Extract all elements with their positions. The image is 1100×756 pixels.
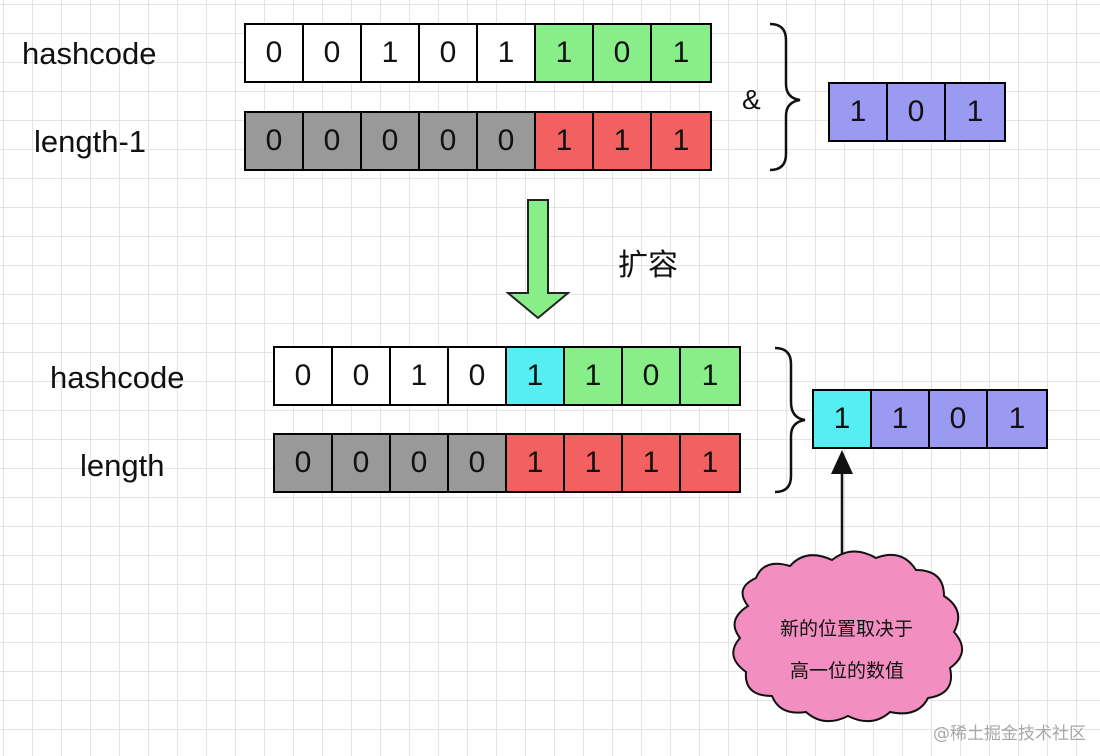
bottom-result-bits: 1 1 0 1 (812, 389, 1048, 449)
bit-cell: 1 (988, 391, 1046, 447)
bit-cell: 0 (391, 435, 449, 491)
note-line-2: 高一位的数值 (790, 660, 905, 682)
expand-label: 扩容 (618, 248, 678, 283)
bit-cell: 1 (536, 113, 594, 169)
pointer-arrowhead (831, 450, 853, 474)
top-hashcode-bits: 0 0 1 0 1 1 0 1 (244, 23, 712, 83)
bit-cell: 1 (681, 435, 739, 491)
bit-cell: 1 (478, 25, 536, 81)
bit-cell: 0 (304, 113, 362, 169)
bit-cell: 0 (333, 435, 391, 491)
bit-cell: 0 (275, 348, 333, 404)
bit-cell: 1 (946, 84, 1004, 140)
bit-cell: 0 (449, 348, 507, 404)
bit-cell: 0 (930, 391, 988, 447)
bit-cell: 0 (362, 113, 420, 169)
bit-cell: 1 (391, 348, 449, 404)
top-mask-bits: 0 0 0 0 0 1 1 1 (244, 111, 712, 171)
bit-cell: 1 (830, 84, 888, 140)
and-operator: & (742, 84, 761, 115)
bit-cell: 1 (814, 391, 872, 447)
bit-cell: 1 (872, 391, 930, 447)
note-line-1: 新的位置取决于 (780, 618, 914, 640)
top-result-bits: 1 0 1 (828, 82, 1006, 142)
bit-cell: 1 (652, 25, 710, 81)
bottom-brace (774, 346, 806, 494)
watermark: @稀土掘金技术社区 (933, 724, 1086, 744)
top-hashcode-label: hashcode (22, 36, 157, 71)
bit-cell: 0 (275, 435, 333, 491)
bit-cell: 0 (246, 113, 304, 169)
bottom-mask-label: length (80, 448, 165, 483)
top-mask-label: length-1 (34, 124, 147, 159)
bit-cell: 0 (333, 348, 391, 404)
bit-cell: 1 (507, 435, 565, 491)
top-brace (769, 22, 801, 172)
bit-cell: 1 (681, 348, 739, 404)
bit-cell: 0 (478, 113, 536, 169)
bit-cell: 0 (449, 435, 507, 491)
bottom-hashcode-label: hashcode (50, 360, 185, 395)
bottom-hashcode-bits: 0 0 1 0 1 1 0 1 (273, 346, 741, 406)
bottom-mask-bits: 0 0 0 0 1 1 1 1 (273, 433, 741, 493)
bit-cell: 0 (623, 348, 681, 404)
bit-cell: 0 (420, 25, 478, 81)
bit-cell: 1 (536, 25, 594, 81)
bit-cell: 1 (652, 113, 710, 169)
bit-cell: 1 (594, 113, 652, 169)
bit-cell: 0 (888, 84, 946, 140)
bit-cell: 1 (565, 348, 623, 404)
expand-arrow (505, 199, 571, 320)
note-cloud (732, 550, 963, 723)
bit-cell: 1 (565, 435, 623, 491)
bit-cell: 0 (246, 25, 304, 81)
bit-cell: 0 (420, 113, 478, 169)
bit-cell: 1 (623, 435, 681, 491)
bit-cell: 1 (362, 25, 420, 81)
bit-cell: 0 (594, 25, 652, 81)
bit-cell: 0 (304, 25, 362, 81)
bit-cell: 1 (507, 348, 565, 404)
